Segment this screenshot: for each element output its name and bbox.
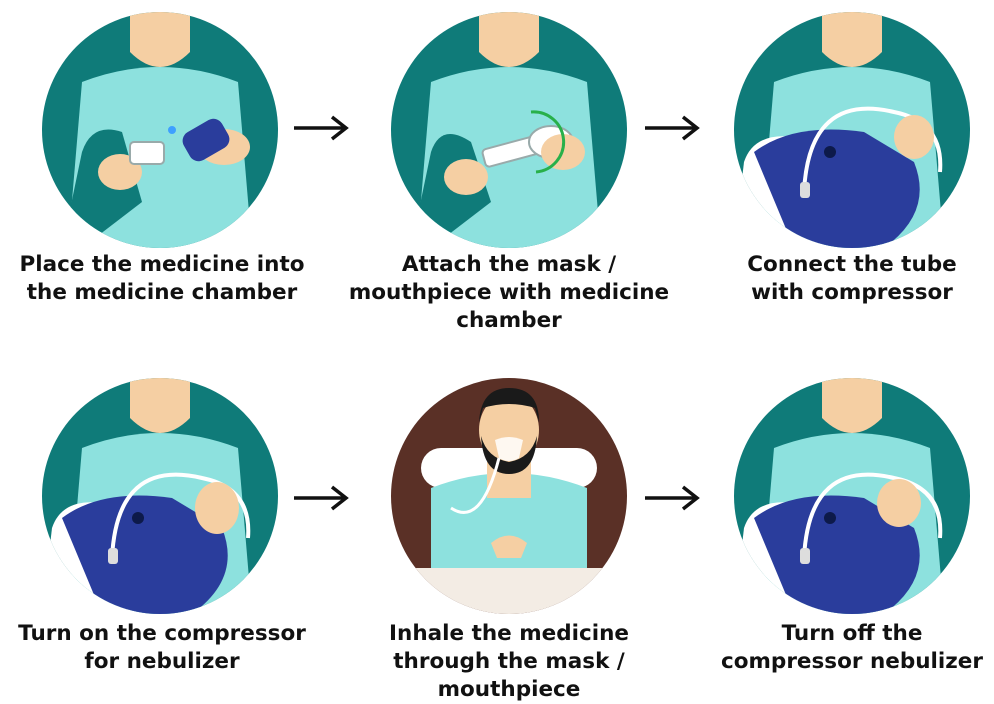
step-1-label: Place the medicine into the medicine cha… xyxy=(0,251,332,307)
mask-attach-icon xyxy=(391,12,627,248)
step-4-illustration xyxy=(42,378,278,614)
step-4-label: Turn on the compressor for nebulizer xyxy=(0,620,332,676)
step-5-illustration xyxy=(391,378,627,614)
compressor-on-icon xyxy=(42,378,278,614)
medicine-vial-icon xyxy=(42,12,278,248)
compressor-off-icon xyxy=(734,378,970,614)
step-2-illustration xyxy=(391,12,627,248)
arrow-right-icon xyxy=(643,483,703,513)
step-5-label: Inhale the medicine through the mask / m… xyxy=(339,620,679,704)
step-2-label: Attach the mask / mouthpiece with medici… xyxy=(339,251,679,335)
arrow-right-icon xyxy=(292,113,352,143)
step-3-illustration xyxy=(734,12,970,248)
tube-connect-icon xyxy=(734,12,970,248)
patient-inhale-icon xyxy=(391,378,627,614)
step-3-label: Connect the tube with compressor xyxy=(682,251,994,307)
step-6-label: Turn off the compressor nebulizer xyxy=(682,620,994,676)
arrow-right-icon xyxy=(292,483,352,513)
arrow-right-icon xyxy=(643,113,703,143)
step-1-illustration xyxy=(42,12,278,248)
step-6-illustration xyxy=(734,378,970,614)
